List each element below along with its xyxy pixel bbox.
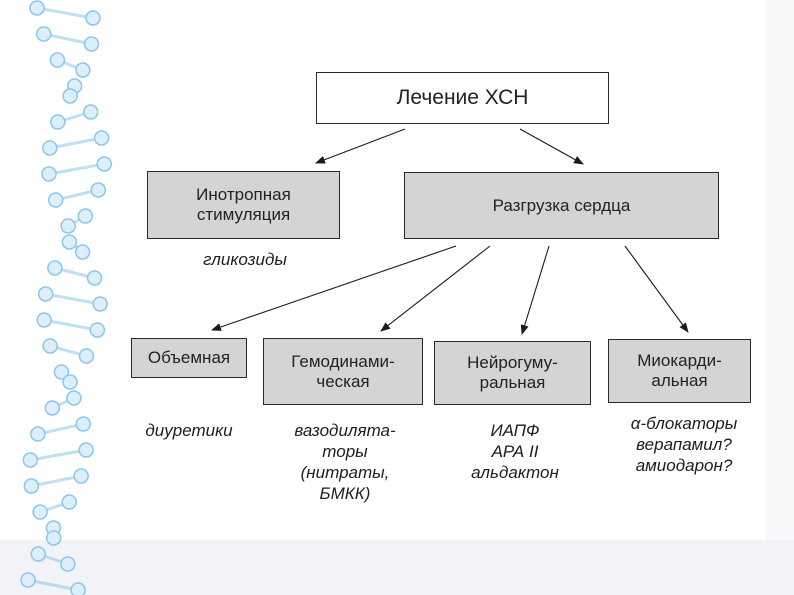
volume-unloading-box: Объемная xyxy=(131,338,247,378)
dna-rung xyxy=(36,6,94,20)
dna-bead xyxy=(35,26,52,42)
heart-unloading-box: Разгрузка сердца xyxy=(404,172,719,239)
volume-unloading-label: Объемная xyxy=(147,348,231,367)
dna-bead xyxy=(29,0,45,16)
dna-bead xyxy=(61,494,77,510)
dna-bead xyxy=(20,572,36,588)
myocardial-drugs-label: α-блокаторы верапамил? амиодарон? xyxy=(630,414,738,475)
dna-bead xyxy=(44,400,61,416)
dna-rung xyxy=(37,422,84,436)
dna-bead xyxy=(32,504,48,520)
hemodynamic-unloading-label: Гемодинами- ческая xyxy=(291,351,395,391)
arrow-root-to-unloading xyxy=(519,128,584,165)
root-box: Лечение ХСН xyxy=(316,72,609,124)
neurohumoral-unloading-box: Нейрогуму- ральная xyxy=(434,341,591,405)
arrow-unloading-to-neurohumoral xyxy=(520,245,550,335)
dna-rung xyxy=(49,136,102,150)
neurohumoral-drugs-label: ИАПФ АРА II альдактон xyxy=(471,421,559,482)
root-label: Лечение ХСН xyxy=(396,86,529,109)
dna-bead xyxy=(30,546,47,562)
dna-bead xyxy=(30,426,46,442)
dna-rung xyxy=(43,32,92,46)
glycosides-label: гликозиды xyxy=(203,250,287,269)
dna-bead xyxy=(75,62,91,78)
dna-bead xyxy=(42,338,58,354)
myocardial-unloading-box: Миокарди- альная xyxy=(608,339,751,403)
dna-bead xyxy=(60,218,76,234)
dna-bead xyxy=(92,296,108,312)
dna-bead xyxy=(82,104,99,120)
dna-bead xyxy=(90,182,107,198)
dna-bead xyxy=(66,390,82,406)
dna-bead xyxy=(61,234,78,250)
dna-bead xyxy=(73,468,89,484)
background-band-bottom xyxy=(0,540,794,595)
dna-bead xyxy=(62,374,78,390)
dna-bead xyxy=(74,244,91,260)
dna-bead xyxy=(83,36,100,52)
arrow-unloading-to-hemodynamic xyxy=(380,245,491,332)
myocardial-unloading-label: Миокарди- альная xyxy=(637,351,722,390)
dna-bead xyxy=(60,556,76,572)
neurohumoral-unloading-label: Нейрогуму- ральная xyxy=(467,353,558,392)
dna-bead xyxy=(42,140,58,156)
vasodilators-label: вазодилята- торы (нитраты, БМКК) xyxy=(294,421,396,503)
dna-rung xyxy=(45,292,101,306)
dna-bead xyxy=(36,312,52,328)
arrow-unloading-to-myocardial xyxy=(624,245,689,333)
dna-bead xyxy=(93,130,110,146)
dna-helix-decoration xyxy=(20,0,113,595)
dna-bead xyxy=(62,88,78,104)
inotropic-stimulation-label: Инотропная стимуляция xyxy=(196,185,291,224)
dna-rung xyxy=(48,162,105,176)
dna-bead xyxy=(86,270,103,286)
hemodynamic-unloading-box: Гемодинами- ческая xyxy=(263,338,423,405)
dna-bead xyxy=(50,114,66,130)
dna-rung xyxy=(43,318,98,332)
dna-bead xyxy=(41,166,57,182)
dna-bead xyxy=(89,322,106,338)
dna-rung xyxy=(30,448,87,462)
background-band-right xyxy=(766,0,794,540)
dna-bead xyxy=(23,478,40,494)
dna-bead xyxy=(85,10,101,26)
inotropic-stimulation-box: Инотропная стимуляция xyxy=(147,171,340,239)
diuretics-label: диуретики xyxy=(145,421,233,440)
dna-bead xyxy=(78,348,95,364)
dna-bead xyxy=(77,208,94,224)
dna-bead xyxy=(96,156,113,172)
dna-bead xyxy=(78,442,94,458)
arrow-root-to-inotropic xyxy=(315,128,406,164)
heart-unloading-label: Разгрузка сердца xyxy=(492,195,631,215)
dna-bead xyxy=(53,364,70,380)
dna-bead xyxy=(49,52,66,68)
dna-bead xyxy=(70,582,86,595)
dna-bead xyxy=(47,192,64,208)
dna-bead xyxy=(75,416,92,432)
dna-bead xyxy=(47,260,63,276)
dna-bead xyxy=(37,286,54,302)
dna-rung xyxy=(31,474,82,488)
dna-bead xyxy=(22,452,39,468)
dna-rung xyxy=(27,578,79,592)
dna-bead xyxy=(45,530,62,546)
